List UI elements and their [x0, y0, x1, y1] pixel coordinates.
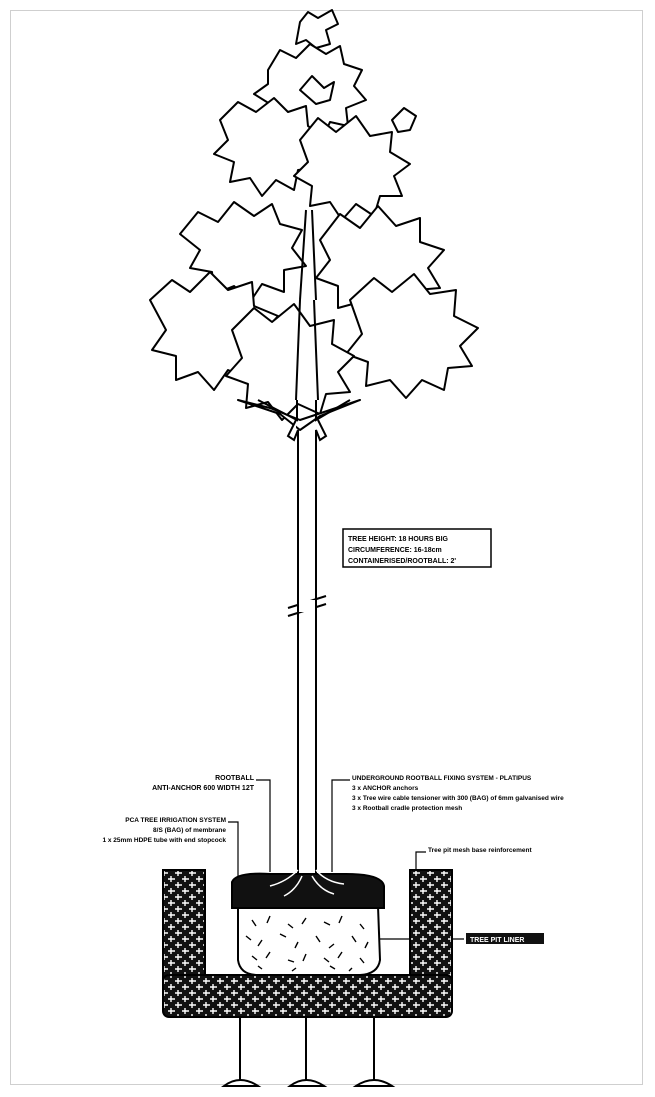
tree-canopy [149, 9, 479, 431]
fixing-line-3: 3 x Rootball cradle protection mesh [352, 805, 462, 812]
irrigation-line-1: 8/S (BAG) of membrane [153, 827, 226, 834]
mulch-layer [231, 869, 385, 909]
tree-branches [257, 209, 351, 422]
callout-container-text: CONTAINERISED/ROOTBALL: 2' [348, 558, 456, 565]
irrigation-line-2: 1 x 25mm HDPE tube with end stopcock [102, 837, 226, 844]
rootball-sub-text: ANTI-ANCHOR 600 WIDTH 12T [152, 785, 255, 792]
ground-anchors [220, 1017, 396, 1087]
callout-spec-text: CIRCUMFERENCE: 16-18cm [348, 547, 442, 554]
tree-pit-walls [162, 869, 453, 1018]
rootball-label-text: ROOTBALL [215, 775, 255, 782]
tree-pit-label: Tree pit mesh base reinforcement [415, 847, 533, 872]
irrigation-label: PCA TREE IRRIGATION SYSTEM 8/S (BAG) of … [102, 817, 239, 880]
height-callout: TREE HEIGHT: 18 HOURS BIG CIRCUMFERENCE:… [342, 528, 492, 568]
fixing-title-text: UNDERGROUND ROOTBALL FIXING SYSTEM - PLA… [352, 775, 532, 782]
drawing-border [10, 10, 643, 1085]
rootball-label: ROOTBALL ANTI-ANCHOR 600 WIDTH 12T [152, 775, 271, 872]
fixing-line-2: 3 x Tree wire cable tensioner with 300 (… [352, 795, 564, 802]
tree-trunk [286, 419, 328, 880]
callout-height-text: TREE HEIGHT: 18 HOURS BIG [348, 536, 449, 543]
fixing-system-label: UNDERGROUND ROOTBALL FIXING SYSTEM - PLA… [331, 775, 564, 872]
irrigation-title-text: PCA TREE IRRIGATION SYSTEM [125, 817, 226, 824]
rootball [237, 905, 382, 976]
fixing-line-1: 3 x ANCHOR anchors [352, 785, 419, 792]
tree-pit-text: Tree pit mesh base reinforcement [428, 847, 533, 854]
liner-label-text: TREE PIT LINER [470, 937, 524, 944]
liner-label: TREE PIT LINER [380, 933, 544, 944]
